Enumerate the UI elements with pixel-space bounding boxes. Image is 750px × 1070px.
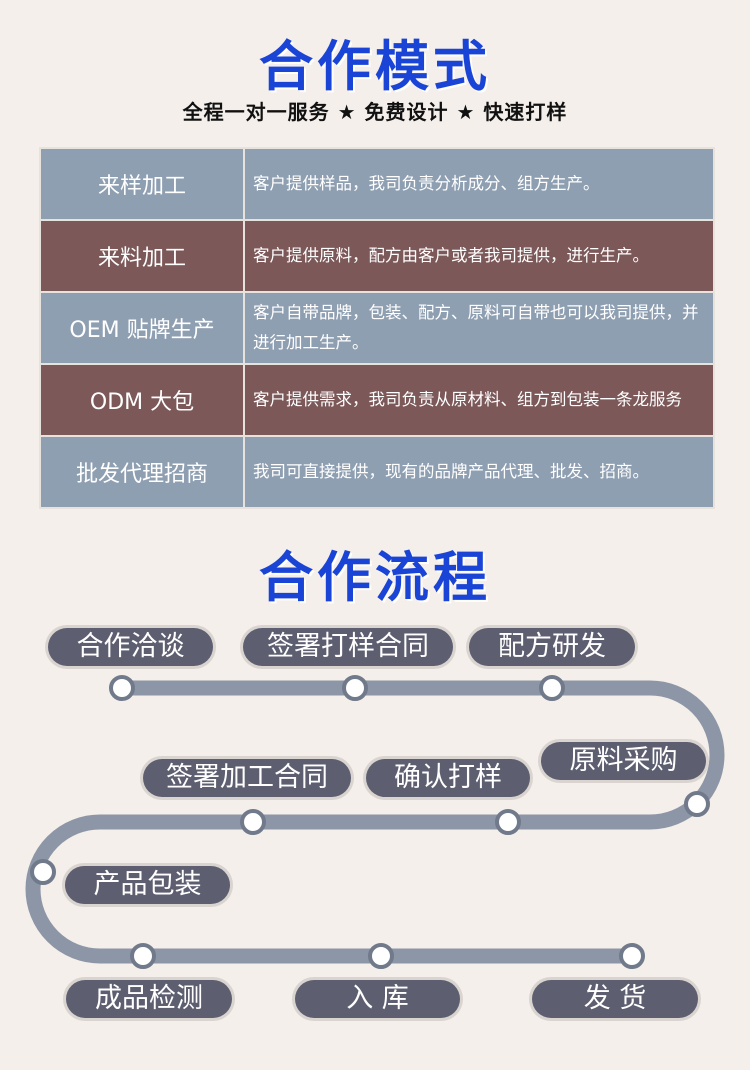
mode-name: ODM 大包 bbox=[39, 363, 245, 437]
process-node bbox=[130, 943, 156, 969]
process-node bbox=[495, 809, 521, 835]
mode-row: ODM 大包 客户提供需求，我司负责从原材料、组方到包装一条龙服务 bbox=[39, 363, 715, 437]
mode-desc: 我司可直接提供，现有的品牌产品代理、批发、招商。 bbox=[243, 435, 715, 509]
process-node bbox=[342, 675, 368, 701]
mode-subtitle: 全程一对一服务 ★ 免费设计 ★ 快速打样 bbox=[182, 100, 568, 124]
process-node bbox=[539, 675, 565, 701]
mode-row: 来样加工 客户提供样品，我司负责分析成分、组方生产。 bbox=[39, 147, 715, 221]
process-node bbox=[109, 675, 135, 701]
mode-row: OEM 贴牌生产 客户自带品牌，包装、配方、原料可自带也可以我司提供，并进行加工… bbox=[39, 291, 715, 365]
process-step: 配方研发 bbox=[469, 628, 635, 666]
process-step: 发 货 bbox=[532, 980, 698, 1018]
process-step: 签署打样合同 bbox=[243, 628, 453, 666]
process-step: 成品检测 bbox=[66, 980, 232, 1018]
mode-row: 来料加工 客户提供原料，配方由客户或者我司提供，进行生产。 bbox=[39, 219, 715, 293]
mode-desc: 客户提供原料，配方由客户或者我司提供，进行生产。 bbox=[243, 219, 715, 293]
mode-row: 批发代理招商 我司可直接提供，现有的品牌产品代理、批发、招商。 bbox=[39, 435, 715, 509]
process-step: 产品包装 bbox=[65, 866, 230, 904]
process-step: 入 库 bbox=[295, 980, 460, 1018]
mode-table: 来样加工 客户提供样品，我司负责分析成分、组方生产。 来料加工 客户提供原料，配… bbox=[39, 147, 715, 509]
process-node bbox=[30, 859, 56, 885]
process-step: 确认打样 bbox=[366, 759, 530, 797]
process-step: 签署加工合同 bbox=[143, 759, 351, 797]
mode-name: OEM 贴牌生产 bbox=[39, 291, 245, 365]
mode-desc: 客户自带品牌，包装、配方、原料可自带也可以我司提供，并进行加工生产。 bbox=[243, 291, 715, 365]
mode-desc: 客户提供需求，我司负责从原材料、组方到包装一条龙服务 bbox=[243, 363, 715, 437]
mode-name: 批发代理招商 bbox=[39, 435, 245, 509]
process-node bbox=[240, 809, 266, 835]
process-title: 合作流程 bbox=[259, 546, 491, 609]
mode-desc: 客户提供样品，我司负责分析成分、组方生产。 bbox=[243, 147, 715, 221]
mode-name: 来料加工 bbox=[39, 219, 245, 293]
mode-name: 来样加工 bbox=[39, 147, 245, 221]
mode-title: 合作模式 bbox=[259, 35, 491, 98]
process-node bbox=[619, 943, 645, 969]
process-step: 原料采购 bbox=[541, 742, 706, 780]
process-node bbox=[684, 791, 710, 817]
process-node bbox=[368, 943, 394, 969]
process-step: 合作洽谈 bbox=[48, 628, 213, 666]
